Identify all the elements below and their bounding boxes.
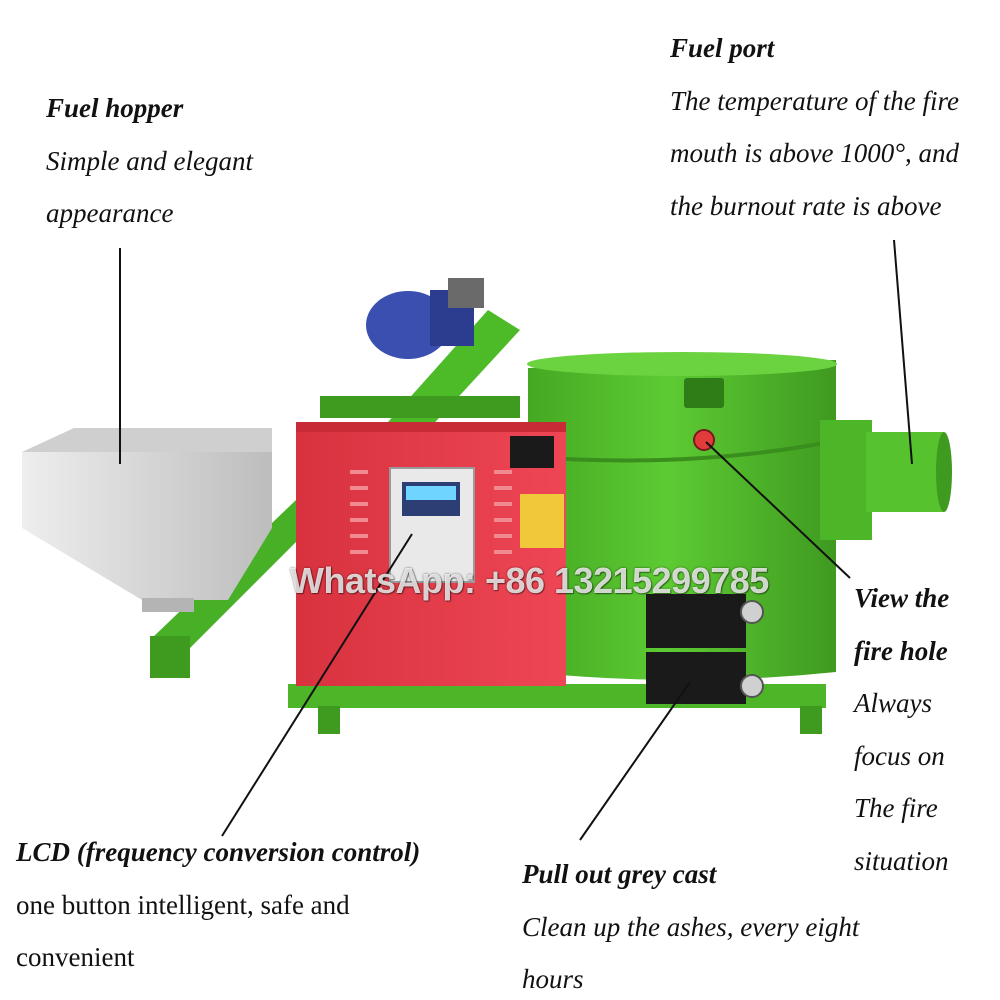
callout-line: mouth is above 1000°, and	[670, 138, 960, 168]
callout-line: Simple and elegant	[46, 145, 253, 176]
pointer-pull-out	[579, 681, 691, 841]
callout-title: Pull out grey cast	[522, 859, 717, 889]
callout-line: The fire	[854, 793, 938, 823]
callout-line: Clean up the ashes, every eight	[522, 911, 860, 942]
callout-line: one button intelligent, safe and	[16, 889, 350, 920]
control-cabinet	[296, 422, 566, 686]
pointer-fuel-port	[893, 239, 913, 465]
callout-title: fire hole	[854, 635, 948, 666]
callout-line: Always	[854, 688, 932, 718]
callout-view-fire-hole: View the fire hole Always focus on The f…	[854, 572, 949, 887]
callout-title: Fuel port	[670, 33, 775, 63]
callout-line: convenient	[16, 942, 135, 972]
motor	[366, 278, 484, 359]
ash-doors	[646, 594, 764, 704]
burner-drum	[519, 352, 841, 680]
pointer-lcd	[221, 533, 413, 837]
fuel-hopper-shape	[22, 428, 272, 612]
callout-fuel-port: Fuel port The temperature of the fire mo…	[670, 22, 959, 232]
callout-title: Fuel hopper	[46, 93, 184, 123]
callout-line: focus on	[854, 740, 945, 771]
callout-line: appearance	[46, 198, 174, 228]
callout-lcd: LCD (frequency conversion control) one b…	[16, 826, 420, 984]
callout-line: The temperature of the fire	[670, 85, 959, 116]
callout-fuel-hopper: Fuel hopper Simple and elegant appearanc…	[46, 82, 253, 240]
callout-pull-out-grey-cast: Pull out grey cast Clean up the ashes, e…	[522, 848, 859, 1000]
fuel-port-shape	[820, 420, 952, 540]
callout-title: LCD (frequency conversion control)	[16, 837, 421, 867]
callout-title: View the	[854, 583, 950, 613]
callout-line: the burnout rate is above	[670, 190, 942, 221]
callout-line: hours	[522, 964, 584, 994]
callout-line: situation	[854, 845, 949, 876]
pointer-view-fire-hole	[705, 441, 851, 579]
whatsapp-watermark: WhatsApp: +86 13215299785	[290, 560, 769, 601]
pointer-lines	[119, 239, 913, 841]
